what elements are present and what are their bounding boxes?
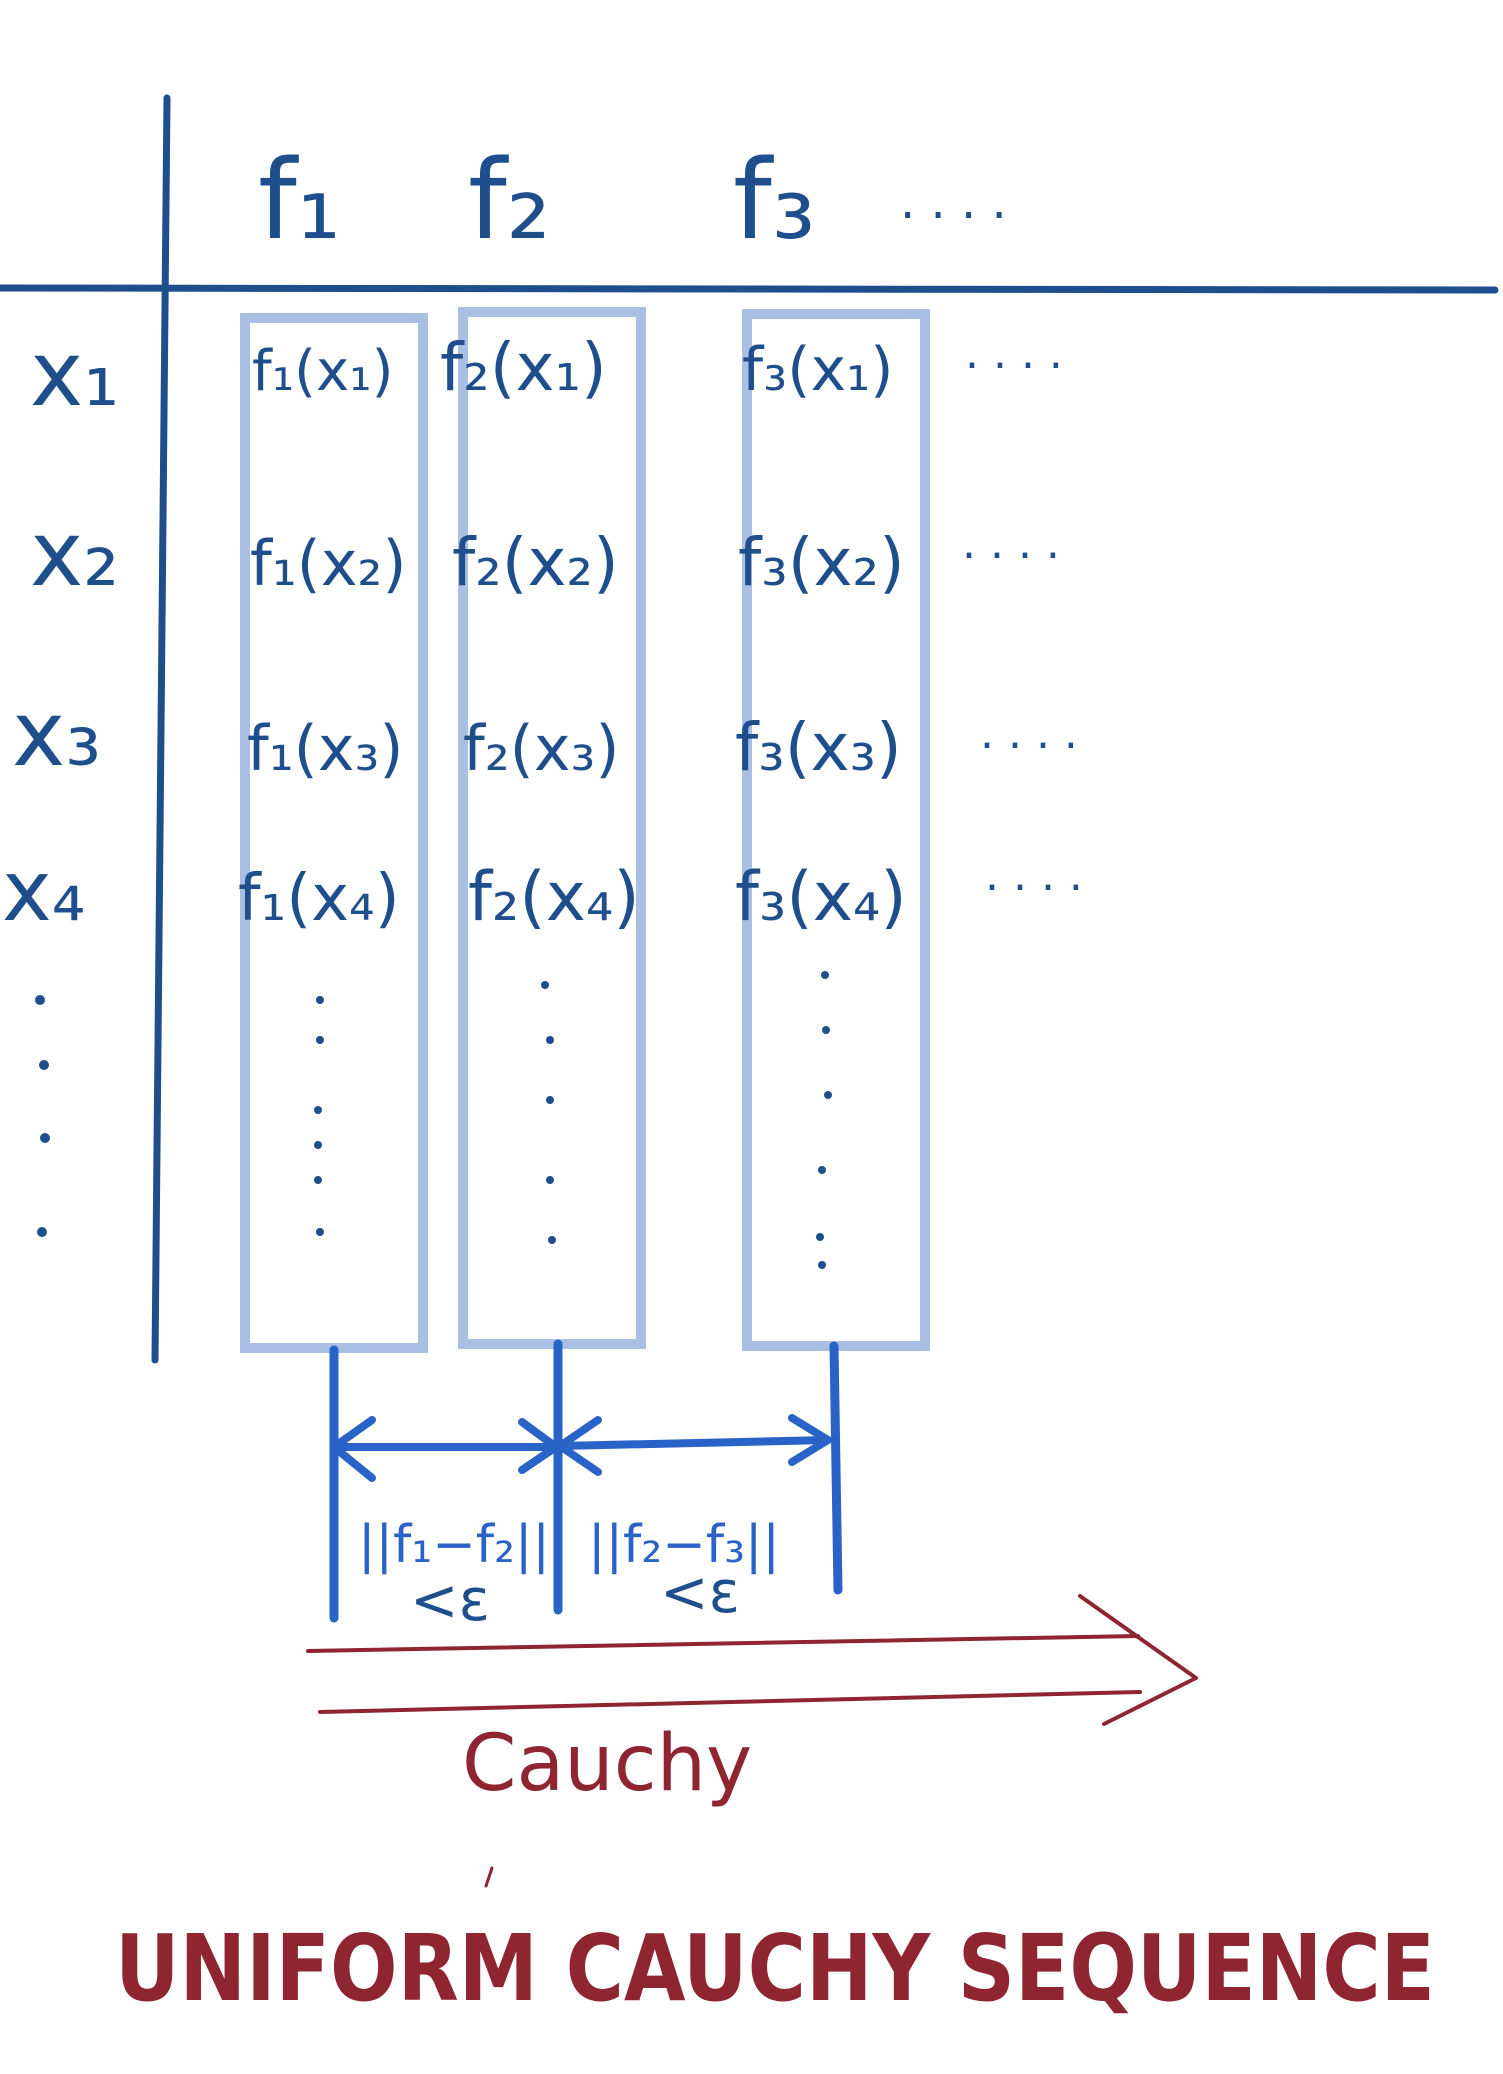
distance-norm-f1-f2: ||f₁−f₂||	[358, 1515, 550, 1575]
column-box-f2	[458, 307, 646, 1349]
cell-f3-x2: f₃(x₂)	[738, 524, 905, 601]
horizontal-axis-line	[0, 284, 1499, 294]
distance-arrow-f1-f2	[330, 1416, 560, 1482]
cell-f3-x1: f₃(x₁)	[742, 335, 894, 405]
cell-f3-x3: f₃(x₃)	[735, 709, 902, 786]
row-label-x2: x₂	[30, 502, 119, 607]
distance-norm-f2-f3: ||f₂−f₃||	[588, 1515, 780, 1575]
diagram-title: UNIFORM CAUCHY SEQUENCE	[115, 1915, 1435, 2022]
vertical-ellipsis-rows	[35, 995, 50, 1237]
vertical-ellipsis-f2	[541, 981, 556, 1244]
cell-f3-x4: f₃(x₄)	[735, 858, 907, 937]
implies-arrow	[306, 1594, 1198, 1726]
distance-arrow-f2-f3	[556, 1414, 832, 1476]
implies-arrow-label: Cauchy	[462, 1719, 752, 1809]
distance-bound-f2-f3: <ε	[660, 1558, 740, 1626]
row4-ellipsis: . . . .	[985, 850, 1083, 901]
column-header-f3: f₃	[733, 136, 816, 264]
column-header-f2: f₂	[468, 136, 551, 264]
column-box-f3	[742, 309, 930, 1351]
row3-ellipsis: . . . .	[980, 708, 1078, 759]
cell-f2-x4: f₂(x₄)	[468, 858, 640, 937]
column-ellipsis: . . . .	[900, 174, 1007, 230]
cell-f1-x1: f₁(x₁)	[252, 339, 393, 404]
column-box-f1	[240, 313, 428, 1353]
title-accent-mark	[484, 1866, 494, 1888]
vertical-ellipsis-f1	[314, 996, 324, 1236]
cell-f1-x3: f₁(x₃)	[247, 712, 404, 785]
row1-ellipsis: . . . .	[965, 328, 1063, 379]
marker-line-f3	[829, 1341, 843, 1595]
cell-f2-x1: f₂(x₁)	[440, 329, 607, 406]
column-header-f1: f₁	[258, 136, 341, 264]
row-label-x4: x₄	[2, 842, 85, 940]
cell-f1-x2: f₁(x₂)	[250, 527, 407, 600]
cell-f2-x3: f₂(x₃)	[463, 712, 620, 785]
distance-bound-f1-f2: <ε	[410, 1566, 490, 1634]
vertical-axis-line	[151, 94, 171, 1364]
vertical-ellipsis-f3	[816, 971, 832, 1269]
row-label-x1: x₁	[30, 322, 119, 427]
cell-f2-x2: f₂(x₂)	[452, 524, 619, 601]
row2-ellipsis: . . . .	[962, 518, 1060, 569]
cell-f1-x4: f₁(x₄)	[238, 862, 400, 936]
row-label-x3: x₃	[12, 682, 101, 787]
